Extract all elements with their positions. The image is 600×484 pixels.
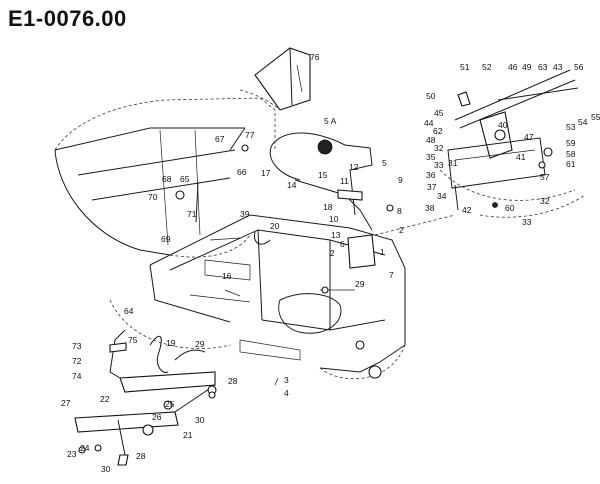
callout-15: 15 (318, 170, 328, 180)
callout-33: 33 (434, 160, 444, 170)
callout-39: 39 (240, 209, 250, 219)
callout-19: 19 (166, 338, 176, 348)
callout-52: 52 (482, 62, 492, 72)
callout-33b: 33 (522, 217, 532, 227)
callout-6: 6 (340, 239, 345, 249)
callout-25: 25 (165, 399, 175, 409)
callout-16: 16 (222, 271, 232, 281)
callout-41: 41 (516, 152, 526, 162)
callout-3: 3 (284, 375, 289, 385)
callout-50: 50 (426, 91, 436, 101)
callout-14: 14 (287, 180, 297, 190)
callout-55: 55 (591, 112, 600, 122)
front-lever-assembly (74, 329, 217, 466)
callout-56: 56 (574, 62, 584, 72)
callout-labels: 76 77 5 A 12 5 9 17 14 15 11 18 10 8 13 … (61, 52, 600, 474)
callout-9: 9 (398, 175, 403, 185)
callout-23: 23 (67, 449, 77, 459)
callout-63: 63 (538, 62, 548, 72)
callout-75: 75 (128, 335, 138, 345)
callout-28: 28 (228, 376, 238, 386)
callout-32: 32 (434, 143, 444, 153)
callout-21: 21 (183, 430, 193, 440)
callout-13: 13 (331, 230, 341, 240)
callout-28b: 28 (136, 451, 146, 461)
callout-2a: 2 (399, 225, 404, 235)
callout-32b: 32 (540, 196, 550, 206)
callout-65: 65 (180, 174, 190, 184)
callout-49: 49 (522, 62, 532, 72)
callout-77: 77 (245, 130, 255, 140)
callout-42: 42 (462, 205, 472, 215)
callout-73: 73 (72, 341, 82, 351)
callout-54: 54 (578, 117, 588, 127)
callout-68: 68 (162, 174, 172, 184)
callout-31: 31 (448, 158, 458, 168)
right-linkage-assembly (439, 69, 586, 218)
callout-30b: 30 (101, 464, 111, 474)
callout-44: 44 (424, 118, 434, 128)
callout-71: 71 (187, 209, 197, 219)
callout-69: 69 (161, 234, 171, 244)
callout-57: 57 (540, 172, 550, 182)
callout-22: 22 (100, 394, 110, 404)
callout-67: 67 (215, 134, 225, 144)
callout-38: 38 (425, 203, 435, 213)
callout-76: 76 (310, 52, 320, 62)
control-housing-76 (239, 47, 311, 111)
callout-37: 37 (427, 182, 437, 192)
callout-20: 20 (270, 221, 280, 231)
callout-66: 66 (237, 167, 247, 177)
callout-30: 30 (195, 415, 205, 425)
misc-small-parts (175, 144, 394, 399)
callout-5: 5 (382, 158, 387, 168)
callout-5a: 5 A (324, 116, 337, 126)
callout-29b: 29 (195, 339, 205, 349)
callout-40: 40 (498, 120, 508, 130)
callout-26: 26 (152, 412, 162, 422)
callout-53: 53 (566, 122, 576, 132)
callout-29: 29 (355, 279, 365, 289)
callout-12: 12 (349, 162, 359, 172)
callout-35: 35 (426, 152, 436, 162)
callout-45: 45 (434, 108, 444, 118)
diagram-title: E1-0076.00 (8, 6, 127, 31)
callout-10: 10 (329, 214, 339, 224)
callout-4: 4 (284, 388, 289, 398)
callout-51: 51 (460, 62, 470, 72)
callout-47: 47 (524, 132, 534, 142)
callout-17: 17 (261, 168, 271, 178)
callout-70: 70 (148, 192, 158, 202)
callout-36: 36 (426, 170, 436, 180)
callout-48: 48 (426, 135, 436, 145)
callout-2b: 2 (330, 248, 335, 258)
callout-59: 59 (566, 138, 576, 148)
callout-61: 61 (566, 159, 576, 169)
callout-8: 8 (397, 206, 402, 216)
callout-11: 11 (340, 176, 349, 186)
throttle-cable-assembly (269, 132, 456, 269)
callout-34: 34 (437, 191, 447, 201)
callout-72: 72 (72, 356, 82, 366)
callout-7: 7 (389, 270, 394, 280)
callout-58: 58 (566, 149, 576, 159)
callout-64: 64 (124, 306, 134, 316)
callout-74: 74 (72, 371, 82, 381)
callout-43: 43 (553, 62, 563, 72)
callout-60: 60 (505, 203, 515, 213)
callout-24: 24 (80, 443, 90, 453)
callout-62: 62 (433, 126, 443, 136)
callout-46: 46 (508, 62, 518, 72)
callout-27: 27 (61, 398, 71, 408)
callout-18: 18 (323, 202, 333, 212)
callout-1: 1 (380, 247, 385, 257)
hood-fender-outline (54, 97, 276, 258)
